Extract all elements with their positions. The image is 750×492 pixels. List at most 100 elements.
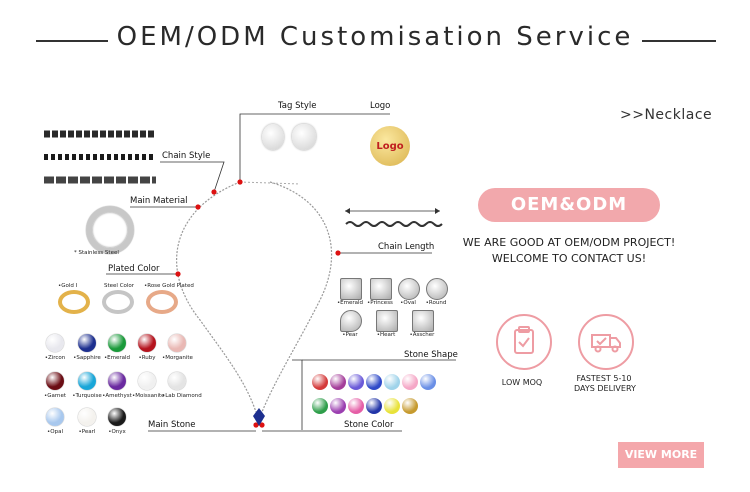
plated-gold-ring[interactable] [58, 290, 90, 314]
stone-shape-swatch[interactable] [376, 310, 398, 332]
promo-line-1: WE ARE GOOD AT OEM/ODM PROJECT! [462, 236, 676, 249]
tag-heart-sample [292, 124, 316, 150]
fast-delivery-badge [578, 314, 634, 370]
marker-chain [211, 189, 217, 195]
main-stone-swatch[interactable] [46, 334, 64, 352]
stone-color-swatch[interactable] [312, 374, 328, 390]
necklace-chain [176, 181, 257, 413]
stone-color-swatch[interactable] [384, 374, 400, 390]
main-stone-swatch[interactable] [46, 372, 64, 390]
title-rule-left [36, 40, 108, 42]
stone-shape-label: •Pear [342, 332, 358, 338]
main-stone-label: •Onyx [108, 429, 126, 435]
main-stone-swatch[interactable] [168, 334, 186, 352]
stone-shape-swatch[interactable] [340, 310, 362, 332]
marker-material [195, 204, 201, 210]
main-stone-swatch[interactable] [78, 408, 96, 426]
stone-color-swatch[interactable] [312, 398, 328, 414]
delivery-truck-icon [591, 334, 621, 353]
stone-color-swatch[interactable] [420, 374, 436, 390]
clipboard-check-icon [514, 326, 534, 354]
label-logo: Logo [370, 101, 391, 111]
stone-shape-swatch[interactable] [340, 278, 362, 300]
label-stone-shape: Stone Shape [404, 350, 458, 360]
stone-color-swatch[interactable] [330, 398, 346, 414]
main-stone-label: •Emerald [103, 355, 131, 361]
main-stone-swatch[interactable] [138, 334, 156, 352]
leader-stone-shape [292, 359, 303, 430]
stone-color-swatch[interactable] [330, 374, 346, 390]
stone-color-swatch[interactable] [384, 398, 400, 414]
necklace-link[interactable]: >>Necklace [620, 107, 713, 123]
label-chain-style: Chain Style [162, 151, 211, 161]
label-main-stone: Main Stone [148, 420, 196, 430]
low-moq-badge [496, 314, 552, 370]
main-stone-swatch[interactable] [46, 408, 64, 426]
main-stone-label: •Moissanite [132, 393, 165, 399]
label-main-material: Main Material [130, 196, 188, 206]
ring-image [86, 206, 134, 254]
main-stone-swatch[interactable] [108, 334, 126, 352]
main-stone-swatch[interactable] [138, 372, 156, 390]
oem-odm-badge: OEM&ODM [478, 188, 660, 222]
main-stone-label: •Amethyst [102, 393, 132, 399]
main-stone-swatch[interactable] [78, 334, 96, 352]
tag-round-sample [262, 124, 284, 150]
label-tag-style: Tag Style [278, 101, 317, 111]
marker-length [335, 250, 341, 256]
view-more-button[interactable]: VIEW MORE [618, 442, 704, 468]
main-stone-label: •Sapphire [73, 355, 101, 361]
page-title: OEM/ODM Customisation Service [116, 22, 634, 52]
material-caption: * Stainless Steel [74, 250, 119, 256]
stone-shape-swatch[interactable] [426, 278, 448, 300]
main-stone-swatch[interactable] [108, 408, 126, 426]
stone-shape-label: •Princess [367, 300, 393, 306]
title-rule-right [642, 40, 716, 42]
main-stone-label: •Lab Diamond [162, 393, 202, 399]
stone-shape-label: •Oval [400, 300, 416, 306]
main-stone-label: •Pearl [78, 429, 96, 435]
label-plated-color: Plated Color [108, 264, 160, 274]
stone-color-swatch[interactable] [402, 374, 418, 390]
stone-shape-swatch[interactable] [412, 310, 434, 332]
plated-steel-ring[interactable] [102, 290, 134, 314]
pendant-stone [253, 408, 265, 426]
stone-shape-swatch[interactable] [398, 278, 420, 300]
marker-tag [237, 179, 243, 185]
logo-tag-text: Logo [376, 140, 404, 152]
stone-color-swatch[interactable] [366, 374, 382, 390]
leader-chain-style [160, 161, 225, 193]
necklace-chain-right [261, 181, 333, 413]
main-stone-label: •Ruby [138, 355, 156, 361]
stone-color-swatch[interactable] [348, 374, 364, 390]
stone-color-swatch[interactable] [366, 398, 382, 414]
main-stone-swatch[interactable] [78, 372, 96, 390]
main-stone-label: •Morganite [162, 355, 193, 361]
logo-tag: Logo [370, 126, 410, 166]
plated-label-steel: Steel Color [104, 283, 135, 289]
stone-color-swatch[interactable] [402, 398, 418, 414]
stone-color-swatch[interactable] [348, 398, 364, 414]
main-stone-label: •Zircon [44, 355, 66, 361]
delivery-label-2: DAYS DELIVERY [574, 384, 636, 393]
main-stone-label: •Turquoise [72, 393, 102, 399]
marker-plated [175, 271, 181, 277]
chain-length-sample [345, 221, 443, 227]
delivery-label-1: FASTEST 5-10 [576, 374, 632, 383]
main-stone-swatch[interactable] [108, 372, 126, 390]
plated-label-rosegold: •Rose Gold Plated [144, 283, 194, 289]
stone-shape-swatch[interactable] [370, 278, 392, 300]
promo-line-2: WELCOME TO CONTACT US! [491, 252, 647, 265]
main-stone-swatch[interactable] [168, 372, 186, 390]
stone-shape-label: •Asscher [409, 332, 435, 338]
marker-stone-color [259, 422, 265, 428]
leader-tag-style [239, 113, 318, 182]
plated-rosegold-ring[interactable] [146, 290, 178, 314]
low-moq-label: LOW MOQ [501, 378, 543, 387]
plated-label-gold: •Gold I [58, 283, 78, 289]
main-stone-label: •Opal [47, 429, 63, 435]
stone-shape-label: •Heart [376, 332, 396, 338]
marker-main-stone [253, 422, 259, 428]
label-stone-color: Stone Color [344, 420, 394, 430]
